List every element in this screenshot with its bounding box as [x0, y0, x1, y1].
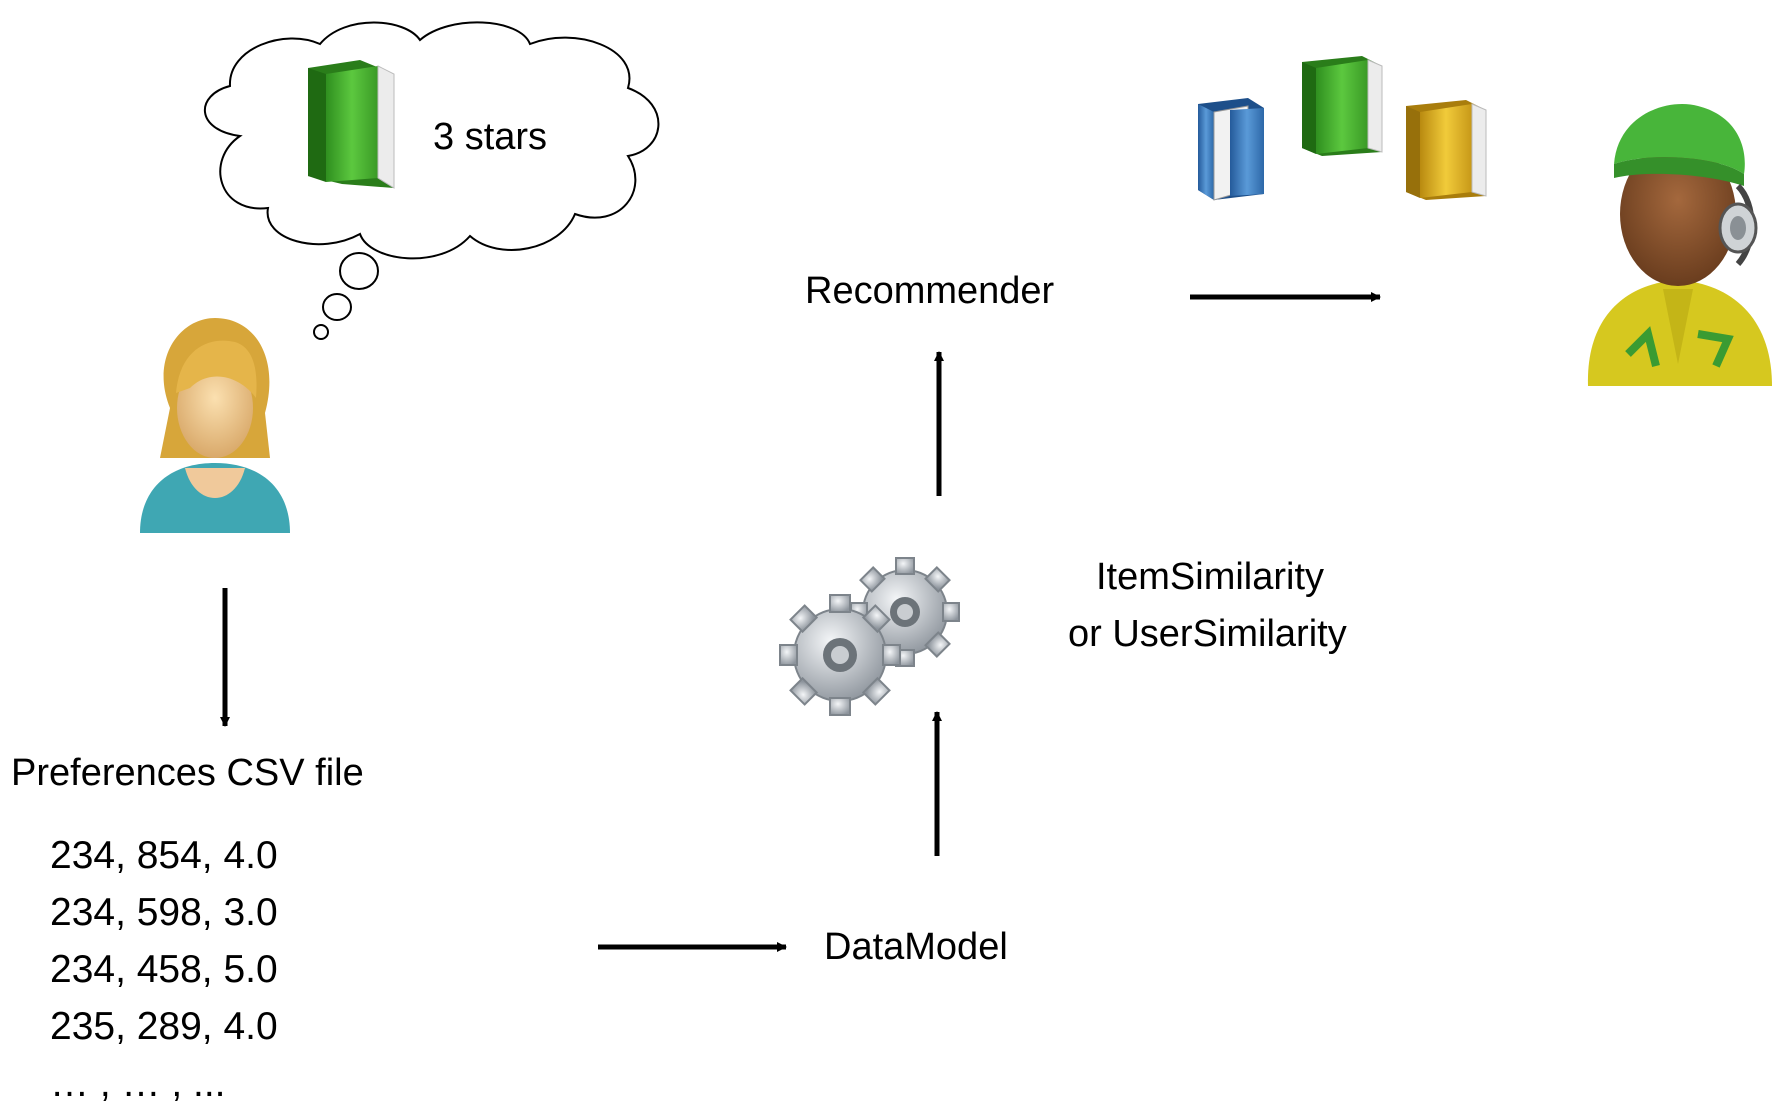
thought-cloud — [203, 21, 660, 260]
blue-book-icon — [1198, 98, 1264, 201]
csv-row: 234, 854, 4.0 — [50, 834, 278, 877]
thought-dot-small — [313, 324, 329, 340]
csv-row: 235, 289, 4.0 — [50, 1005, 278, 1048]
item-similarity-label: ItemSimilarity — [1096, 556, 1325, 598]
male-user-headphones-icon — [1587, 104, 1772, 386]
datamodel-label: DataModel — [824, 926, 1008, 968]
thought-bubble — [203, 21, 660, 340]
yellow-book-icon — [1406, 100, 1487, 200]
female-user-icon — [140, 318, 290, 533]
green-book-icon — [1302, 56, 1383, 156]
thought-rating-text: 3 stars — [433, 116, 548, 158]
recommender-label: Recommender — [805, 270, 1055, 312]
csv-rows: 234, 854, 4.0 234, 598, 3.0 234, 458, 5.… — [50, 827, 278, 1112]
csv-row: 234, 598, 3.0 — [50, 891, 278, 934]
gears-icon — [779, 557, 960, 716]
thought-dot-large — [339, 252, 379, 290]
csv-row: 234, 458, 5.0 — [50, 948, 278, 991]
preferences-csv-label: Preferences CSV file — [11, 752, 364, 794]
thought-dot-medium — [322, 293, 352, 321]
csv-row-ellipsis: … , … , ... — [50, 1062, 226, 1105]
green-book-icon — [308, 60, 395, 189]
user-similarity-label: or UserSimilarity — [1068, 613, 1347, 655]
